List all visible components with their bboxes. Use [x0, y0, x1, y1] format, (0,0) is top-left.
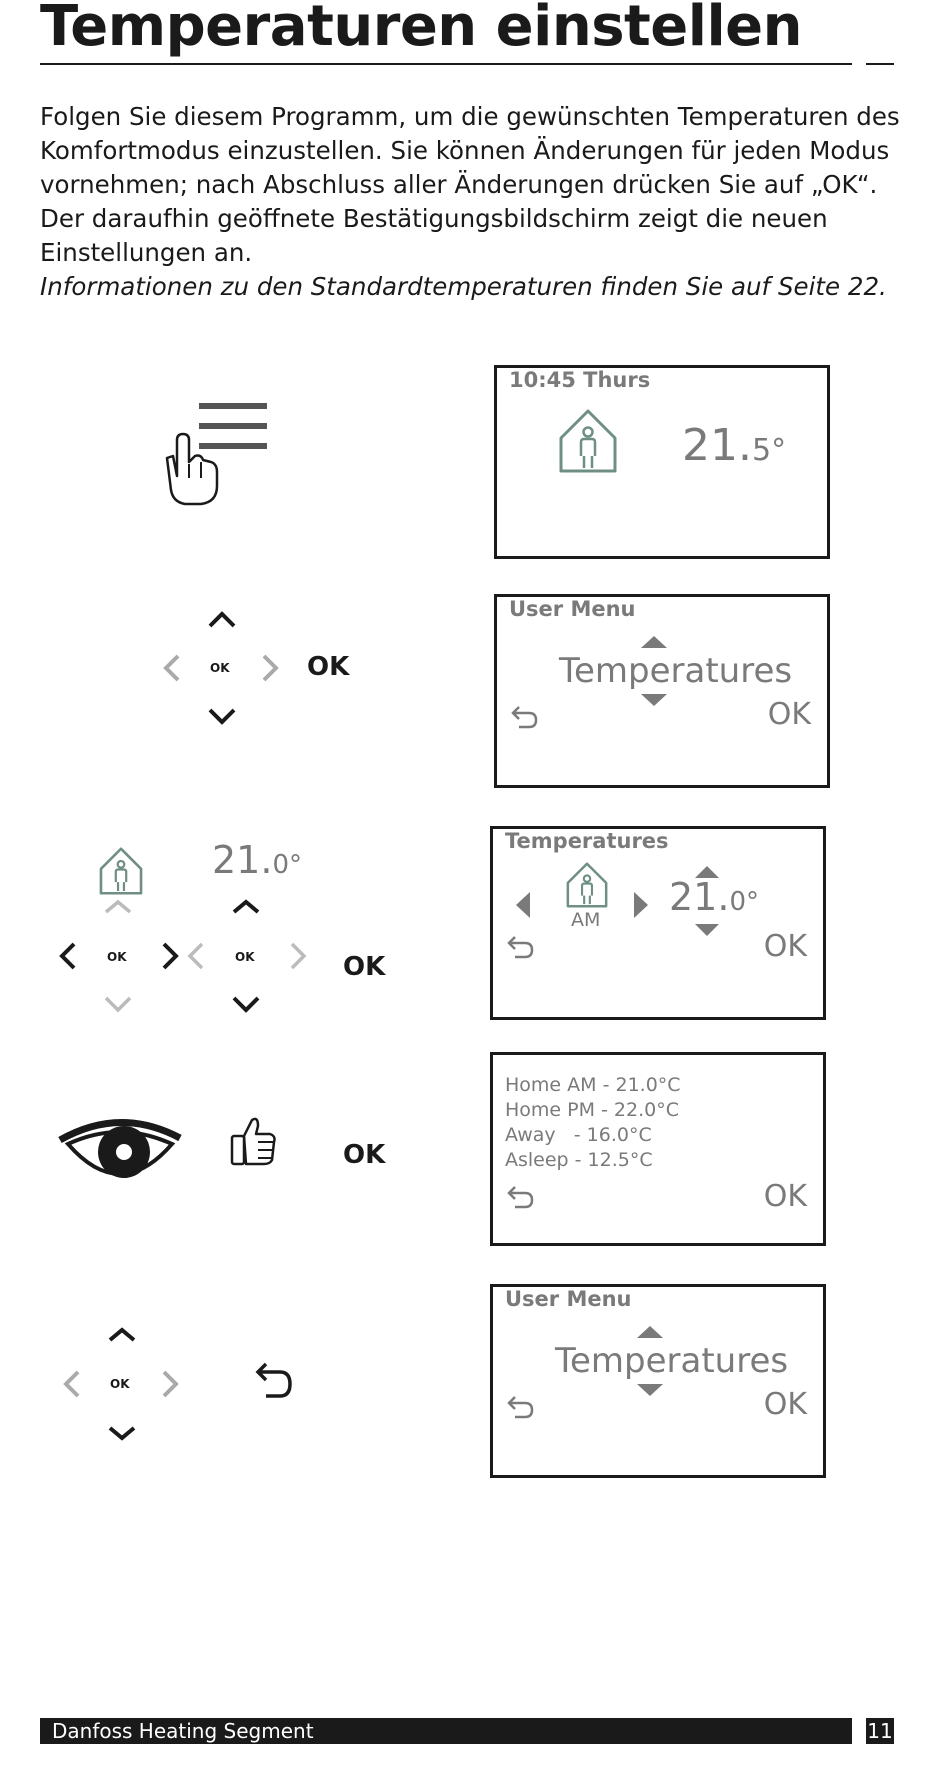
arrow-up-icon [108, 1327, 136, 1342]
screen-ok-label: OK [767, 697, 811, 732]
triangle-up-icon [695, 866, 719, 878]
page-title: Temperaturen einstellen [40, 0, 803, 59]
arrow-down-icon [232, 996, 260, 1013]
pad-ok-label[interactable]: OK [210, 661, 230, 675]
footer-bar [40, 1718, 852, 1744]
eye-icon [58, 1119, 182, 1178]
menu-item-temperatures: Temperatures [559, 651, 793, 691]
screen-header: User Menu [505, 1287, 632, 1311]
arrow-right-icon [162, 1370, 179, 1398]
arrow-down-icon [208, 708, 236, 725]
home-person-icon [99, 847, 143, 895]
home-person-icon [559, 409, 617, 473]
menu-item-temperatures: Temperatures [555, 1341, 789, 1381]
title-rule-end [866, 63, 894, 65]
arrow-left-icon [187, 942, 204, 970]
pad-ok-label[interactable]: OK [235, 950, 255, 964]
title-rule [40, 63, 852, 65]
arrow-left-icon [163, 654, 180, 682]
back-arrow-icon [507, 1396, 534, 1419]
arrow-right-icon [262, 654, 279, 682]
pad-ok-label[interactable]: OK [107, 950, 127, 964]
arrow-up-icon [232, 899, 260, 914]
arrow-down-icon [104, 996, 132, 1013]
step3-ok-action: OK [343, 952, 386, 982]
navigation-pad[interactable] [160, 606, 282, 730]
screen-ok-label: OK [763, 1387, 807, 1422]
triangle-right-icon [634, 892, 648, 918]
settings-summary-list: Home AM - 21.0°C Home PM - 22.0°C Away - 1… [505, 1073, 681, 1173]
summary-line-asleep: Asleep - 12.5°C [505, 1149, 653, 1171]
back-arrow-icon[interactable] [254, 1360, 294, 1400]
display-user-menu: User Menu Temperatures OK [490, 1284, 826, 1478]
display-user-menu: User Menu Temperatures OK [494, 594, 830, 788]
triangle-up-icon [641, 636, 667, 648]
arrow-up-icon [104, 899, 132, 914]
current-temperature: 21.5° [682, 420, 787, 471]
intro-note: Informationen zu den Standardtemperature… [40, 272, 887, 301]
back-arrow-icon [507, 936, 534, 959]
screen-temperature: 21.0° [669, 875, 759, 919]
mode-navigation-pad[interactable] [58, 898, 182, 1014]
temp-navigation-pad[interactable] [186, 898, 310, 1014]
step4-ok-action: OK [343, 1140, 386, 1170]
screen-ok-label: OK [763, 929, 807, 964]
summary-line-home-am: Home AM - 21.0°C [505, 1074, 681, 1096]
menu-press-icon [165, 403, 267, 506]
clock-time: 10:45 Thurs [509, 368, 651, 392]
footer-brand: Danfoss Heating Segment [52, 1719, 314, 1743]
triangle-left-icon [516, 892, 530, 918]
arrow-right-icon [290, 942, 307, 970]
arrow-left-icon [63, 1370, 80, 1398]
screen-header: Temperatures [505, 829, 669, 853]
back-arrow-icon [511, 706, 538, 729]
display-home-screen: 10:45 Thurs 21.5° [494, 365, 830, 559]
arrow-down-icon [108, 1426, 136, 1441]
arrow-up-icon [208, 611, 236, 628]
triangle-down-icon [637, 1384, 663, 1396]
page-number: 11 [867, 1719, 893, 1743]
display-temperatures: Temperatures AM 21.0° OK [490, 826, 826, 1020]
triangle-down-icon [641, 694, 667, 706]
mode-label: AM [571, 909, 601, 931]
summary-line-home-pm: Home PM - 22.0°C [505, 1099, 680, 1121]
arrow-right-icon [162, 942, 179, 970]
summary-line-away: Away - 16.0°C [505, 1124, 652, 1146]
thumbs-up-icon [230, 1117, 276, 1166]
home-person-icon [566, 862, 608, 908]
back-arrow-icon [507, 1186, 534, 1209]
arrow-left-icon [59, 942, 76, 970]
screen-header: User Menu [509, 597, 636, 621]
navigation-pad[interactable] [60, 1322, 182, 1446]
pad-ok-label[interactable]: OK [110, 1377, 130, 1391]
page-number-box [866, 1718, 894, 1744]
triangle-down-icon [695, 924, 719, 936]
target-temperature: 21.0° [212, 838, 302, 882]
triangle-up-icon [637, 1326, 663, 1338]
display-confirmation: Home AM - 21.0°C Home PM - 22.0°C Away - 1… [490, 1052, 826, 1246]
intro-paragraph: Folgen Sie diesem Programm, um die gewün… [40, 102, 900, 267]
screen-ok-label: OK [763, 1179, 807, 1214]
step2-ok-action: OK [307, 652, 350, 682]
intro-text: Folgen Sie diesem Programm, um die gewün… [40, 100, 900, 304]
